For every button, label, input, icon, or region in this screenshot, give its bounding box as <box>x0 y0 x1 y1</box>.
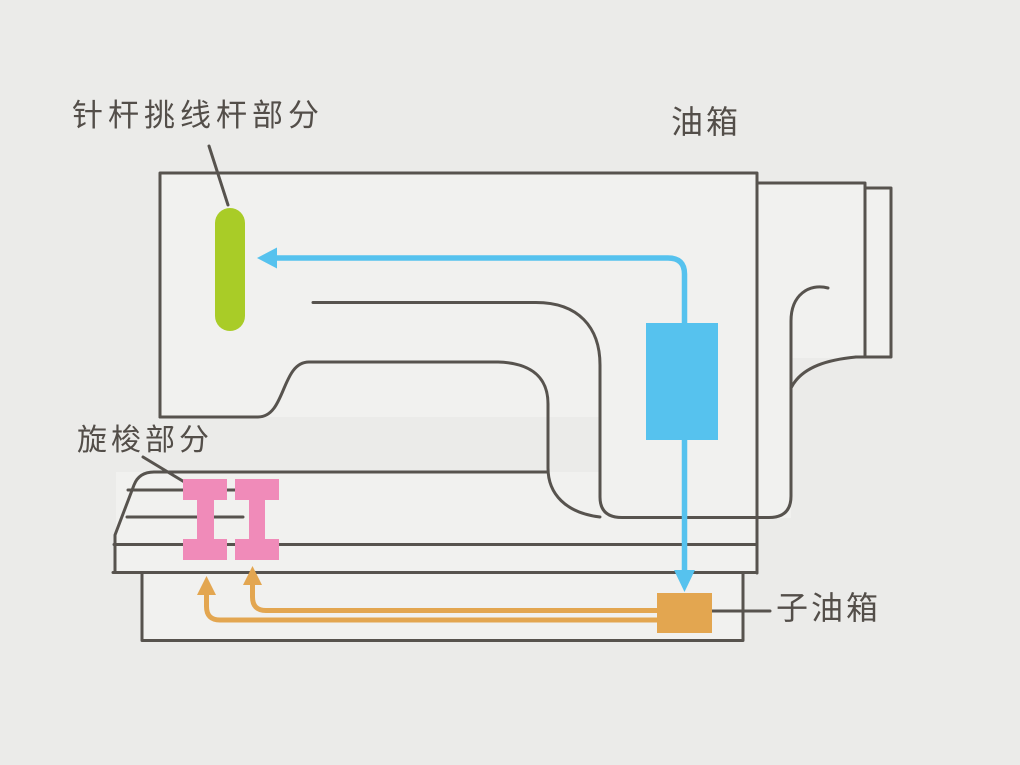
oil-return-pipe-outer <box>204 594 657 623</box>
machine-body-fill <box>116 173 891 640</box>
lower-bed-outline <box>140 571 745 642</box>
oil-return-lines <box>204 584 657 623</box>
oil-return-pipe-inner <box>250 584 657 613</box>
hook-marker-2-stem <box>249 500 265 539</box>
label-hook-section: 旋梭部分 <box>77 424 213 457</box>
handwheel-cap-outline <box>854 186 893 359</box>
needle-label-leader-line <box>207 144 230 207</box>
hook-label-leader-line <box>141 455 188 485</box>
arrow-up-icon <box>197 576 216 595</box>
arm-inner-top-line <box>311 285 830 519</box>
pulley-housing-outline <box>755 181 867 359</box>
oil-supply-solids <box>257 247 718 592</box>
hook-marker-2-top <box>235 479 279 500</box>
arrow-down-icon <box>674 570 695 592</box>
sub-oil-tank-marker <box>657 593 712 633</box>
arm-inner-bottom-line <box>158 360 602 519</box>
bed-top-line <box>113 470 550 574</box>
hook-marker-1-stem <box>197 500 214 539</box>
label-oil-tank: 油箱 <box>671 104 742 140</box>
hook-marker-1-top <box>183 479 227 500</box>
label-needle-bar-section: 针杆挑线杆部分 <box>72 98 324 133</box>
oil-tank-marker <box>646 323 718 440</box>
oil-supply-line <box>272 255 688 572</box>
oil-supply-pipe <box>272 255 688 572</box>
needle-bar-marker <box>215 208 245 331</box>
belt-cover-curve <box>789 355 858 390</box>
oil-return-solids <box>197 566 712 633</box>
arrow-left-icon <box>257 247 277 269</box>
arrow-up-icon <box>243 566 262 585</box>
hook-markers <box>183 479 279 560</box>
hook-marker-2-bottom <box>235 539 279 560</box>
hook-marker-1-bottom <box>183 539 227 560</box>
machine-head-outline <box>158 171 759 575</box>
label-sub-oil-tank: 子油箱 <box>776 590 882 626</box>
